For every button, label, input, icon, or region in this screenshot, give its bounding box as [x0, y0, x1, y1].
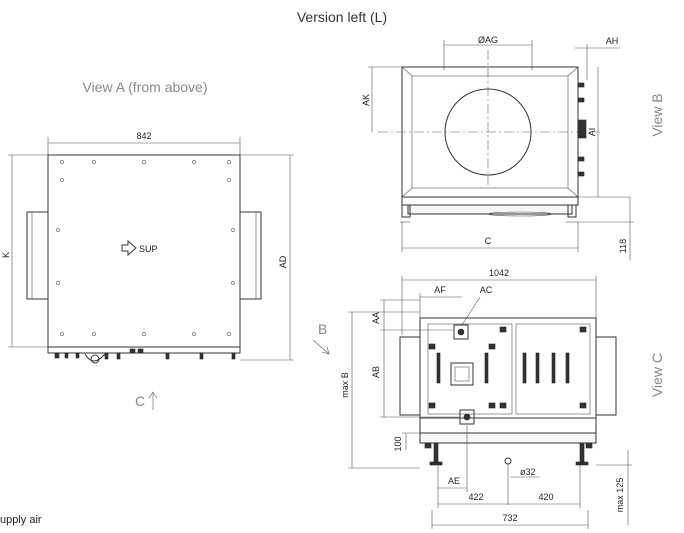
view-c-marker: C: [135, 393, 145, 409]
legend-supply-air: upply air: [0, 514, 42, 526]
dim-118: 118: [618, 239, 628, 253]
spigot-right: [239, 211, 262, 300]
view-a-title: View A (from above): [82, 79, 207, 95]
dim-ag: ØAG: [478, 35, 498, 45]
dim-phi32: ø32: [520, 467, 536, 477]
version-title: Version left (L): [297, 9, 387, 25]
view-b-label: View B: [649, 93, 665, 136]
spigot-left: [26, 211, 49, 300]
dim-ab: AB: [371, 366, 381, 378]
arrow-up-icon: [148, 391, 158, 410]
dim-aa: AA: [371, 312, 381, 324]
view-c-label: View C: [649, 353, 665, 397]
dim-1042: 1042: [489, 268, 509, 278]
arrow-b-icon: [312, 339, 330, 355]
dim-842: 842: [136, 131, 151, 141]
dim-422: 422: [468, 492, 483, 502]
dim-ai: AI: [587, 128, 597, 137]
dim-ad: AD: [278, 255, 288, 268]
dim-100: 100: [393, 436, 403, 451]
dim-max-125: max 125: [615, 478, 625, 513]
dim-k: K: [1, 252, 11, 258]
dim-ac: AC: [480, 285, 493, 295]
dim-ah: AH: [606, 36, 619, 46]
view-a: View A (from above) 842 SUP K: [1, 79, 294, 410]
unit-body-front: [419, 317, 597, 419]
spigot-c-right: [595, 336, 617, 416]
dim-732: 732: [502, 513, 517, 523]
dim-ak: AK: [361, 94, 371, 106]
dim-420: 420: [538, 492, 553, 502]
airflow-arrow-icon: [121, 239, 137, 257]
dim-ae: AE: [448, 476, 460, 486]
dim-af: AF: [434, 285, 446, 295]
dim-c: C: [485, 236, 492, 246]
sup-label: SUP: [139, 244, 158, 254]
spigot-c-left: [399, 336, 421, 416]
dim-max-b: max B: [340, 372, 350, 398]
view-b-marker: B: [318, 321, 327, 337]
view-b: ØAG AH AK AI: [361, 35, 665, 260]
view-c: 1042 AF AC B: [312, 268, 665, 529]
motor-icon: [84, 353, 106, 362]
